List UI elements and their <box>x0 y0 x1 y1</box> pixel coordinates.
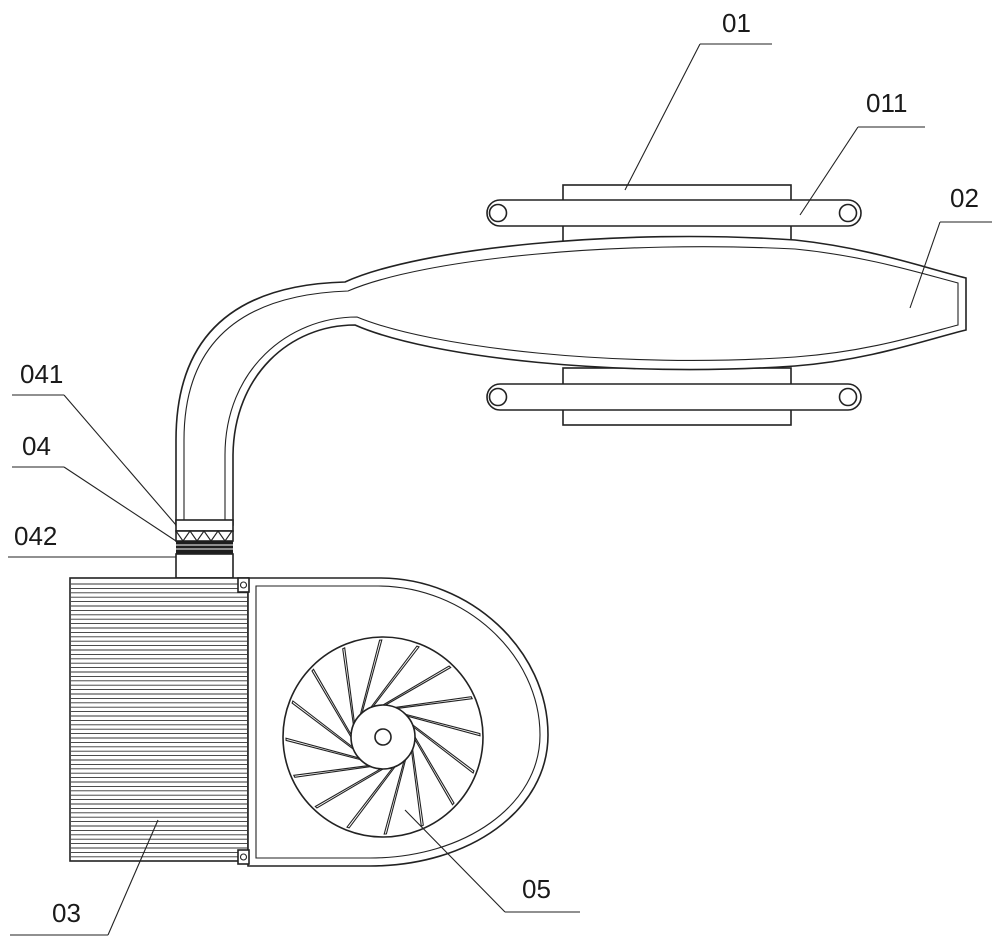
label-03: 03 <box>52 898 81 928</box>
label-04: 04 <box>22 431 51 461</box>
connector-04 <box>175 519 234 579</box>
leader-lines <box>8 43 992 936</box>
fin-lines <box>71 583 247 858</box>
label-042: 042 <box>14 521 57 551</box>
label-011: 011 <box>866 88 907 118</box>
label-02: 02 <box>950 183 979 213</box>
label-05: 05 <box>522 874 551 904</box>
fan-blades <box>285 639 481 835</box>
label-041: 041 <box>20 359 63 389</box>
clamp-bar-bottom <box>486 383 862 411</box>
clamp-bar-011-top <box>486 199 862 227</box>
heat-pipe-02 <box>175 235 967 526</box>
fan-05 <box>282 636 484 838</box>
label-01: 01 <box>722 8 751 38</box>
fin-stack-03 <box>69 577 249 862</box>
